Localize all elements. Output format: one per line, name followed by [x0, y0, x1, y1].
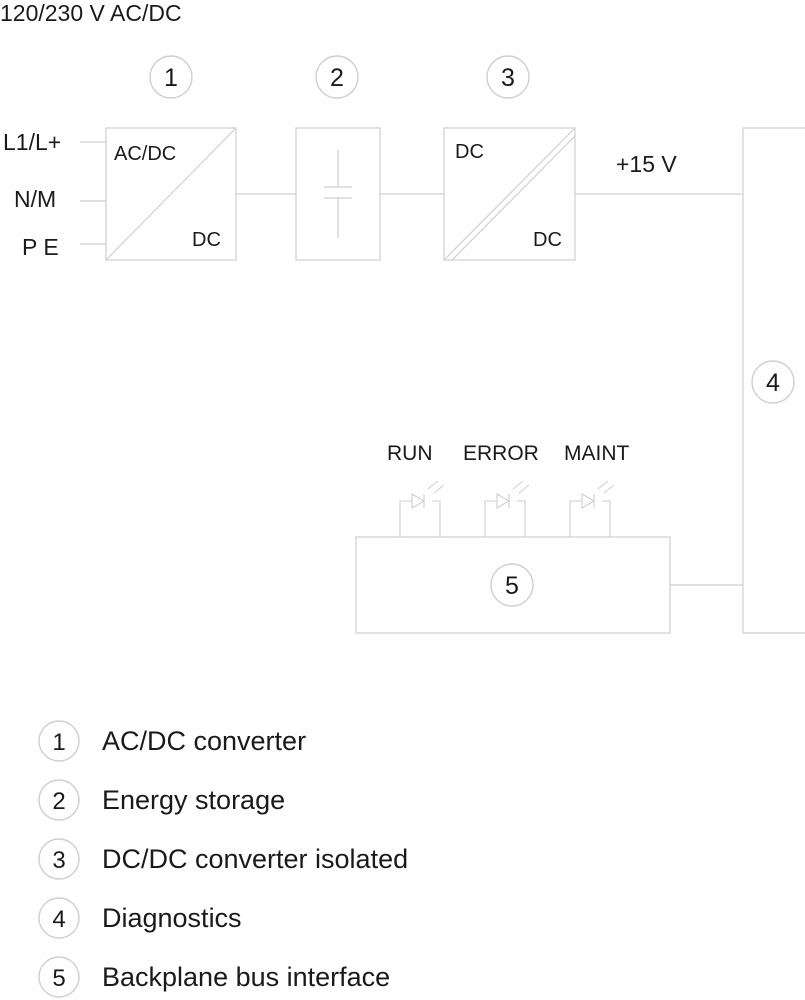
- block-1-number: 1: [164, 64, 178, 92]
- legend-item: 2 Energy storage: [38, 779, 285, 821]
- block-3-diagonal-1: [443, 127, 576, 261]
- supply-label: 120/230 V AC/DC: [0, 0, 182, 26]
- block-5-number-circle: 5: [490, 563, 534, 607]
- block-3-top-label: DC: [455, 141, 484, 163]
- block-3-number-circle: 3: [486, 55, 530, 99]
- legend-number: 2: [52, 788, 65, 815]
- legend-item: 5 Backplane bus interface: [38, 956, 390, 998]
- output-voltage-label: +15 V: [616, 151, 677, 177]
- led-label-run: RUN: [387, 442, 433, 465]
- block-4-number: 4: [766, 369, 780, 397]
- block-2-number: 2: [330, 64, 344, 92]
- legend-item: 4 Diagnostics: [38, 897, 242, 939]
- legend-number: 1: [52, 729, 65, 756]
- legend: 1 AC/DC converter 2 Energy storage 3 DC/…: [38, 720, 408, 998]
- legend-text: Energy storage: [102, 785, 285, 815]
- legend-text: Backplane bus interface: [102, 962, 390, 992]
- legend-item: 3 DC/DC converter isolated: [38, 838, 408, 880]
- block-2-number-circle: 2: [315, 55, 359, 99]
- input-label-l1: L1/L+: [3, 129, 61, 155]
- block-energy-storage: [295, 127, 381, 261]
- block-3-number: 3: [501, 64, 515, 92]
- block-1-bottom-label: DC: [192, 229, 221, 251]
- led-run-icon: [399, 480, 445, 537]
- block-1-top-label: AC/DC: [114, 143, 176, 165]
- legend-number: 4: [52, 906, 65, 933]
- led-label-error: ERROR: [463, 442, 539, 465]
- block-1-diagonal: [105, 127, 237, 261]
- legend-number: 3: [52, 847, 65, 874]
- legend-text: Diagnostics: [102, 903, 242, 933]
- block-4-number-circle: 4: [751, 360, 795, 404]
- led-label-maint: MAINT: [564, 442, 630, 465]
- input-label-pe: P E: [22, 234, 59, 260]
- legend-text: AC/DC converter: [102, 726, 306, 756]
- block-3-bottom-label: DC: [533, 229, 562, 251]
- input-label-nm: N/M: [14, 186, 56, 212]
- led-error-icon: [484, 480, 530, 537]
- legend-number: 5: [52, 965, 65, 992]
- block-5-number: 5: [505, 572, 519, 600]
- legend-text: DC/DC converter isolated: [102, 844, 408, 874]
- led-maint-icon: [569, 480, 615, 537]
- block-1-number-circle: 1: [149, 55, 193, 99]
- block-3-diagonal-2: [451, 135, 576, 261]
- legend-item: 1 AC/DC converter: [38, 720, 306, 762]
